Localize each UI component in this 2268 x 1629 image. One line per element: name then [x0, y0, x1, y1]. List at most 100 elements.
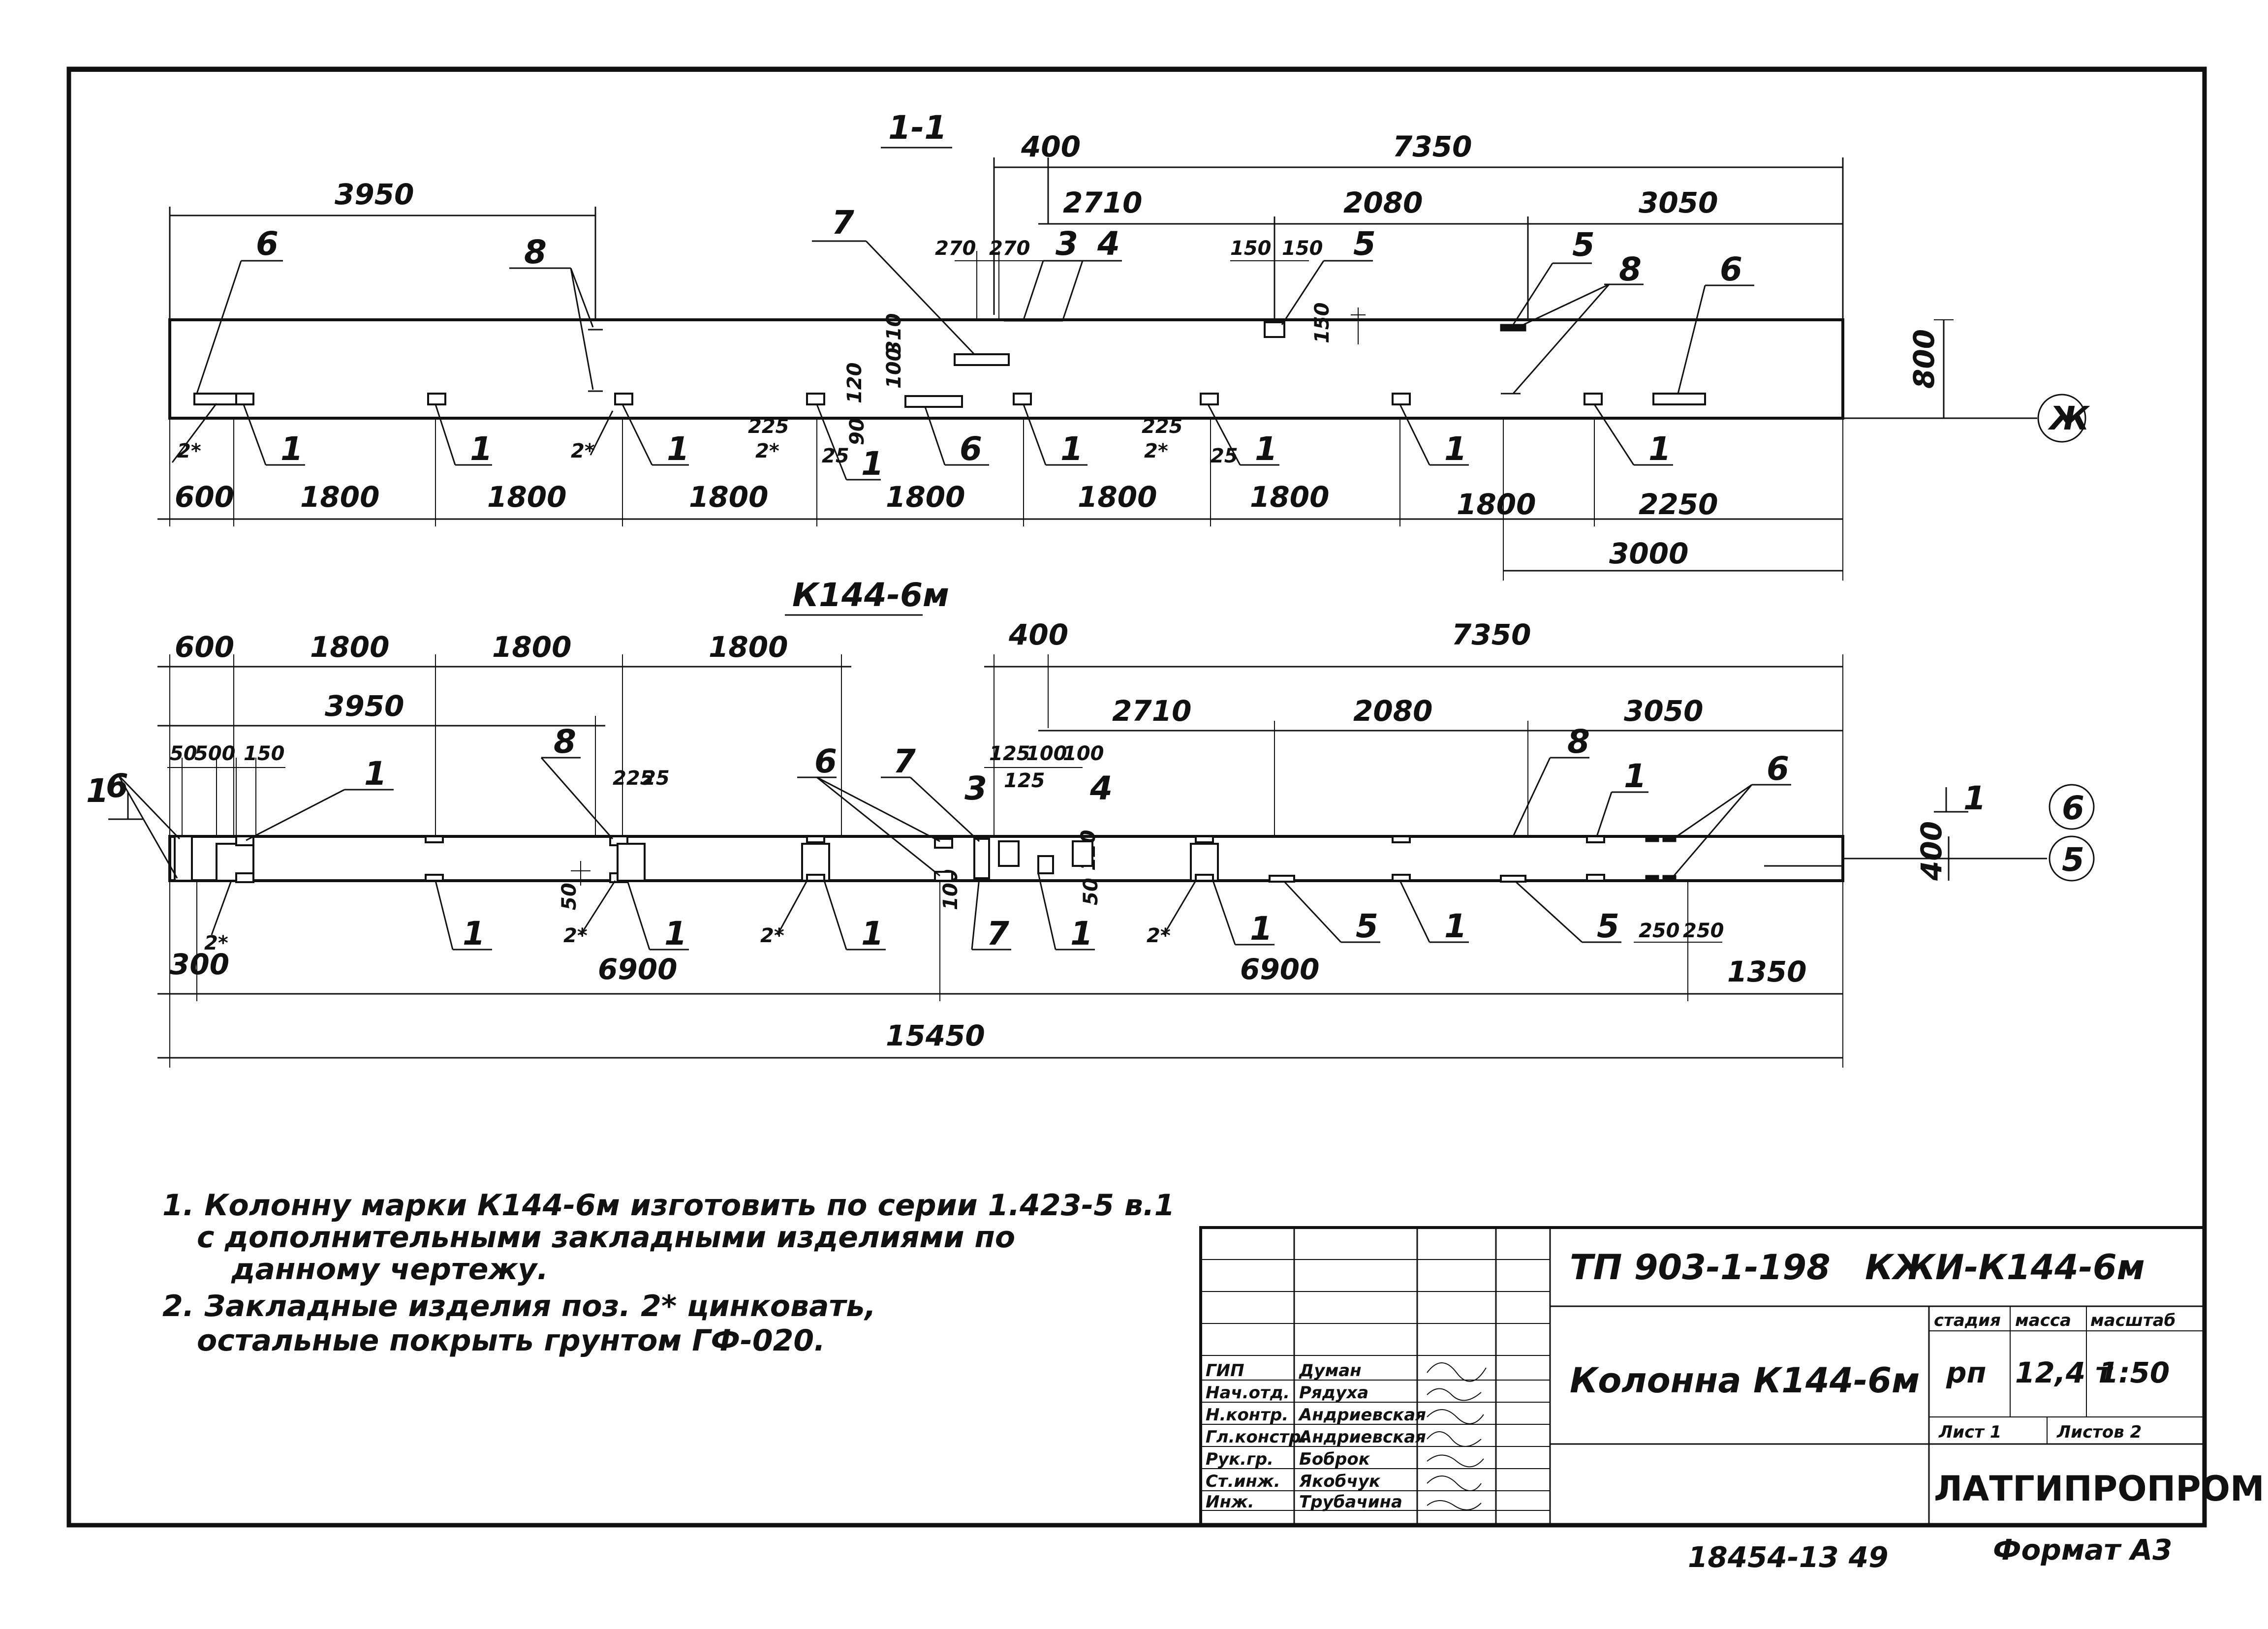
dim-400-height: 400	[1915, 821, 1948, 881]
pos-1-d-plan: 1	[861, 915, 884, 953]
person-7: Трубачина	[1299, 1492, 1402, 1512]
pos-3-plan: 3	[964, 769, 987, 807]
pos-1-f: 1	[1255, 430, 1277, 468]
format-label: Формат А3	[1993, 1533, 2172, 1567]
dim-7350-plan: 7350	[1452, 618, 1531, 651]
dim-b1800-2: 1800	[487, 480, 566, 514]
person-3: Андриевская	[1298, 1405, 1426, 1425]
pos-6-bottom: 6	[960, 430, 982, 468]
pos-8-left-plan: 8	[554, 723, 576, 761]
tb-mark: КЖИ-К144-6м	[1865, 1247, 2145, 1288]
notes: 1. Колонну марки К144-6м изготовить по с…	[162, 1188, 1175, 1358]
role-nach-otd: Нач.отд.	[1206, 1383, 1290, 1403]
dim-500: 500	[194, 742, 236, 765]
person-4: Андриевская	[1298, 1427, 1426, 1447]
tb-mass: 12,4 т	[2015, 1356, 2113, 1389]
dim-3000: 3000	[1609, 537, 1688, 570]
role-ruk-gr: Рук.гр.	[1206, 1449, 1274, 1469]
dim-6900b: 6900	[1240, 953, 1319, 986]
drawing-frame	[66, 66, 2207, 1528]
dim-270b: 270	[989, 237, 1030, 260]
pos-1-a: 1	[280, 430, 303, 468]
pos-2s-b-plan: 2*	[563, 924, 588, 947]
pos-1-b-plan: 1	[463, 915, 485, 953]
dim-150-plan: 150	[244, 742, 285, 765]
role-inzh: Инж.	[1206, 1492, 1254, 1512]
dim-2710-plan: 2710	[1112, 694, 1191, 728]
dim-125b: 125	[1004, 769, 1045, 792]
role-gip: ГИП	[1206, 1361, 1244, 1381]
note-line-3: данному чертежу.	[231, 1252, 548, 1287]
dim-b1800-5: 1800	[1078, 480, 1157, 514]
dim-250a: 250	[1639, 920, 1680, 942]
dim-2080: 2080	[1343, 186, 1423, 219]
pos-1-b: 1	[470, 430, 493, 468]
role-st-inzh: Ст.инж.	[1206, 1472, 1280, 1491]
person-1: Думан	[1299, 1361, 1362, 1381]
dim-6900a: 6900	[598, 953, 677, 986]
plan-k144: К144-6м 600 1800 1800 1800 400 7350 3950…	[86, 576, 2095, 1068]
dim-225b: 225	[1142, 415, 1183, 438]
pos-6-right: 6	[1720, 250, 1742, 288]
dim-3050: 3050	[1639, 186, 1718, 219]
tb-mass-label: масса	[2015, 1311, 2071, 1330]
pos-1-e-plan: 1	[1070, 915, 1093, 953]
dim-b2250: 2250	[1639, 488, 1718, 521]
pos-6-mid-plan: 6	[814, 742, 837, 780]
pos-1-g-plan: 1	[1444, 907, 1467, 945]
pos-4: 4	[1097, 225, 1120, 263]
pos-6-left: 6	[256, 225, 279, 263]
dim-225a: 225	[748, 415, 789, 438]
pos-1-f-plan: 1	[1250, 910, 1273, 948]
dim-b600: 600	[175, 480, 234, 514]
pos-7-top: 7	[832, 204, 854, 242]
dim-25b: 25	[1211, 445, 1238, 467]
pos-2s-c: 2*	[755, 440, 779, 462]
axis-5: 5	[2062, 841, 2084, 879]
tb-sheet: Лист 1	[1938, 1422, 2001, 1442]
dim-2710: 2710	[1063, 186, 1142, 219]
section-1-1: 1-1 3950 400 7350 2710 2080 3050 270 270…	[157, 109, 2090, 581]
dim-600: 600	[175, 630, 234, 664]
dim-b1800-7: 1800	[1457, 488, 1536, 521]
pos-1-g: 1	[1444, 430, 1467, 468]
pos-1-c-plan: 1	[664, 915, 687, 953]
note-line-2: с дополнительными закладными изделиями п…	[197, 1220, 1015, 1255]
inventory-number: 18454-13 49	[1688, 1540, 1888, 1574]
dim-b1800-3: 1800	[689, 480, 768, 514]
dim-25-plan: 25	[642, 767, 670, 790]
dim-b1800-6: 1800	[1250, 480, 1329, 514]
dim-400-plan: 400	[1008, 618, 1068, 651]
dim-310: 310	[883, 313, 905, 355]
tb-stage-label: стадия	[1934, 1311, 2001, 1330]
pos-1-right-plan: 1	[1624, 757, 1647, 795]
cut-1-right: 1	[1963, 779, 1986, 817]
pos-7-top-plan: 7	[893, 742, 916, 780]
pos-8-right: 8	[1619, 250, 1642, 288]
dim-2080-plan: 2080	[1353, 694, 1432, 728]
dim-150c: 150	[1311, 303, 1334, 344]
dim-1800c: 1800	[709, 630, 788, 664]
dim-25a: 25	[822, 445, 849, 467]
dim-50b: 50	[558, 883, 581, 910]
pos-5-b-plan: 5	[1597, 907, 1619, 945]
dim-50: 50	[170, 742, 197, 765]
dim-15450: 15450	[886, 1019, 985, 1052]
pos-1-top-plan: 1	[364, 755, 387, 793]
dim-50c: 50	[1080, 878, 1102, 905]
pos-5-mid: 5	[1353, 225, 1376, 263]
pos-6-right-plan: 6	[1767, 750, 1789, 788]
dim-150a: 150	[1230, 237, 1272, 260]
note-line-5: остальные покрыть грунтом ГФ-020.	[197, 1323, 825, 1358]
dim-1800a: 1800	[310, 630, 389, 664]
dim-3950: 3950	[335, 178, 414, 211]
pos-2s-d-plan: 2*	[1147, 924, 1171, 947]
dim-1800b: 1800	[492, 630, 571, 664]
tb-code: ТП 903-1-198	[1570, 1247, 1831, 1288]
dim-90: 90	[846, 418, 869, 445]
role-gl-konstr: Гл.констр.	[1206, 1427, 1307, 1447]
pos-4-plan: 4	[1089, 769, 1113, 807]
dim-400: 400	[1021, 130, 1081, 163]
column-section-outline	[168, 318, 1844, 420]
note-line-1: 1. Колонну марки К144-6м изготовить по с…	[162, 1188, 1175, 1223]
